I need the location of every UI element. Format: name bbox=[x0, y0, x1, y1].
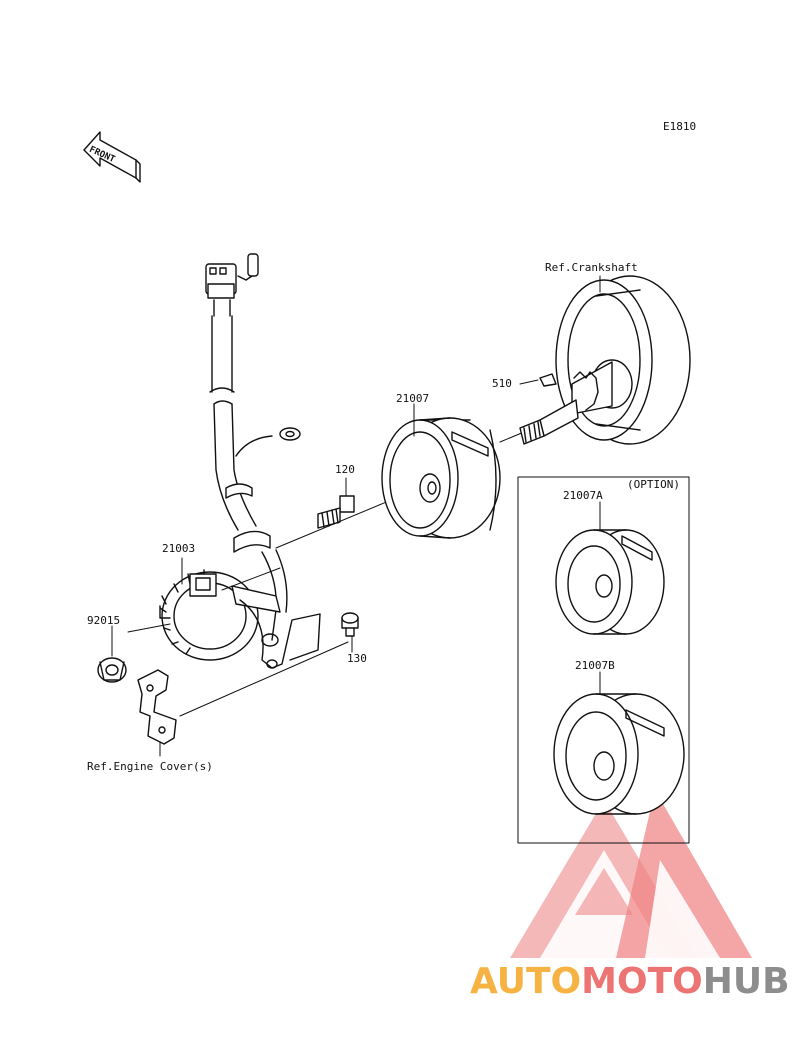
rotor-21007a bbox=[555, 529, 665, 635]
option-box bbox=[517, 476, 690, 844]
grommet bbox=[97, 657, 127, 683]
crankshaft bbox=[519, 275, 691, 445]
screw-130 bbox=[341, 612, 359, 637]
rotor-21007b bbox=[553, 693, 685, 815]
watermark-hub: HUB bbox=[702, 961, 790, 1002]
wire-harness bbox=[205, 253, 301, 641]
watermark-auto: AUTO bbox=[470, 961, 582, 1002]
stator-assembly bbox=[159, 569, 321, 669]
label-92015: 92015 bbox=[87, 614, 121, 627]
label-21003: 21003 bbox=[162, 542, 196, 555]
rotor-21007 bbox=[381, 417, 501, 539]
label-21007: 21007 bbox=[396, 392, 430, 405]
label-120: 120 bbox=[335, 463, 355, 476]
engine-cover-plate bbox=[137, 669, 177, 745]
label-option: (OPTION) bbox=[627, 478, 680, 491]
diagram-code: E1810 bbox=[663, 120, 697, 133]
label-130: 130 bbox=[347, 652, 367, 665]
label-ref-crankshaft: Ref.Crankshaft bbox=[545, 261, 638, 274]
watermark-text: AUTOMOTOHUB bbox=[470, 962, 798, 1002]
front-arrow-icon bbox=[83, 131, 141, 183]
bolt-120 bbox=[317, 495, 355, 529]
watermark-moto: MOTO bbox=[581, 961, 703, 1002]
watermark-logo-icon bbox=[510, 790, 752, 958]
label-21007a: 21007A bbox=[563, 489, 603, 502]
label-510: 510 bbox=[492, 377, 512, 390]
label-ref-engine-cover: Ref.Engine Cover(s) bbox=[87, 760, 213, 773]
label-leaders bbox=[111, 275, 601, 757]
label-21007b: 21007B bbox=[575, 659, 615, 672]
